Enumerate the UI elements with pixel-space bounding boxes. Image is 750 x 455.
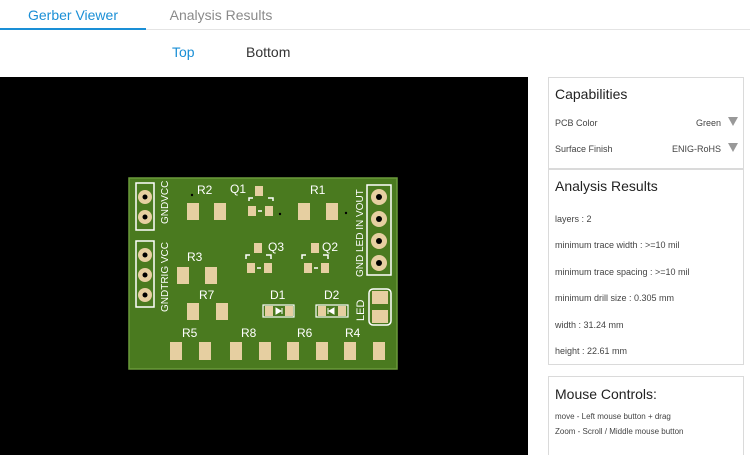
led-footprint: [368, 288, 392, 326]
pcb-render: GNDVCC GNDTRIG VCC GND LED IN VOUT LED R…: [128, 177, 398, 370]
label-q2: Q2: [322, 240, 338, 254]
mouse-controls-title: Mouse Controls:: [555, 386, 657, 402]
pcb-board: [128, 177, 398, 370]
pcb-color-value: Green: [695, 118, 721, 128]
gerber-viewer-canvas[interactable]: GNDVCC GNDTRIG VCC GND LED IN VOUT LED R…: [0, 77, 528, 455]
tab-gerber-viewer[interactable]: Gerber Viewer: [0, 0, 146, 30]
header-gndtrigvcc: [135, 240, 155, 308]
analysis-item: width : 31.24 mm: [555, 319, 624, 330]
surface-finish-dropdown-icon[interactable]: [728, 143, 738, 152]
label-r1: R1: [310, 183, 326, 197]
label-gnd-led-in-vout: GND LED IN VOUT: [355, 189, 366, 277]
analysis-item: minimum drill size : 0.305 mm: [555, 293, 675, 304]
label-gndtrigvcc: GNDTRIG VCC: [160, 242, 171, 312]
label-d1: D1: [270, 288, 286, 302]
label-r6: R6: [297, 326, 313, 340]
label-r4: R4: [345, 326, 361, 340]
analysis-results-list: layers : 2 minimum trace width : >=10 mi…: [549, 200, 743, 364]
pcb-color-label: PCB Color: [555, 118, 598, 128]
pcb-color-row: PCB Color Green: [549, 108, 743, 134]
analysis-results-panel: Analysis Results layers : 2 minimum trac…: [548, 169, 744, 365]
tab-analysis-results[interactable]: Analysis Results: [169, 7, 273, 23]
label-r7: R7: [199, 288, 215, 302]
mouse-control-move: move - Left mouse button + drag: [555, 412, 671, 421]
label-led: LED: [355, 300, 367, 321]
capabilities-title: Capabilities: [555, 86, 628, 102]
tab-top[interactable]: Top: [172, 44, 195, 60]
label-r5: R5: [182, 326, 198, 340]
label-d2: D2: [324, 288, 340, 302]
label-r2: R2: [197, 183, 213, 197]
analysis-item: minimum trace spacing : >=10 mil: [555, 266, 690, 277]
label-r8: R8: [241, 326, 257, 340]
tab-bottom[interactable]: Bottom: [246, 44, 291, 60]
analysis-item: layers : 2: [555, 214, 592, 224]
q3-footprint: [245, 243, 272, 273]
label-q3: Q3: [268, 240, 284, 254]
mouse-controls-panel: Mouse Controls: move - Left mouse button…: [548, 376, 744, 455]
pcb-color-dropdown-icon[interactable]: [728, 117, 738, 126]
pcb-color-select[interactable]: [649, 112, 743, 132]
analysis-item: height : 22.61 mm: [555, 345, 628, 356]
q2-footprint: [301, 243, 329, 273]
mouse-control-zoom: Zoom - Scroll / Middle mouse button: [555, 427, 684, 436]
surface-finish-row: Surface Finish ENIG-RoHS: [549, 134, 743, 160]
analysis-item: minimum trace width : >=10 mil: [555, 240, 680, 251]
label-r3: R3: [187, 250, 203, 264]
header-gndvcc: [135, 182, 155, 231]
d2-footprint: [315, 304, 349, 318]
header-gnd-led-in-vout: [366, 184, 392, 276]
surface-finish-value: ENIG-RoHS: [671, 144, 721, 154]
q1-footprint: [248, 186, 274, 216]
d1-footprint: [262, 304, 295, 318]
analysis-results-title: Analysis Results: [555, 178, 658, 194]
surface-finish-select[interactable]: [649, 138, 743, 158]
label-q1: Q1: [230, 182, 246, 196]
view-side-tab-bar: Top Bottom: [0, 30, 750, 76]
label-gndvcc: GNDVCC: [160, 181, 171, 224]
main-tab-bar: Gerber Viewer Analysis Results: [0, 0, 750, 30]
surface-finish-label: Surface Finish: [555, 144, 613, 154]
capabilities-panel: Capabilities PCB Color Green Surface Fin…: [548, 77, 744, 169]
